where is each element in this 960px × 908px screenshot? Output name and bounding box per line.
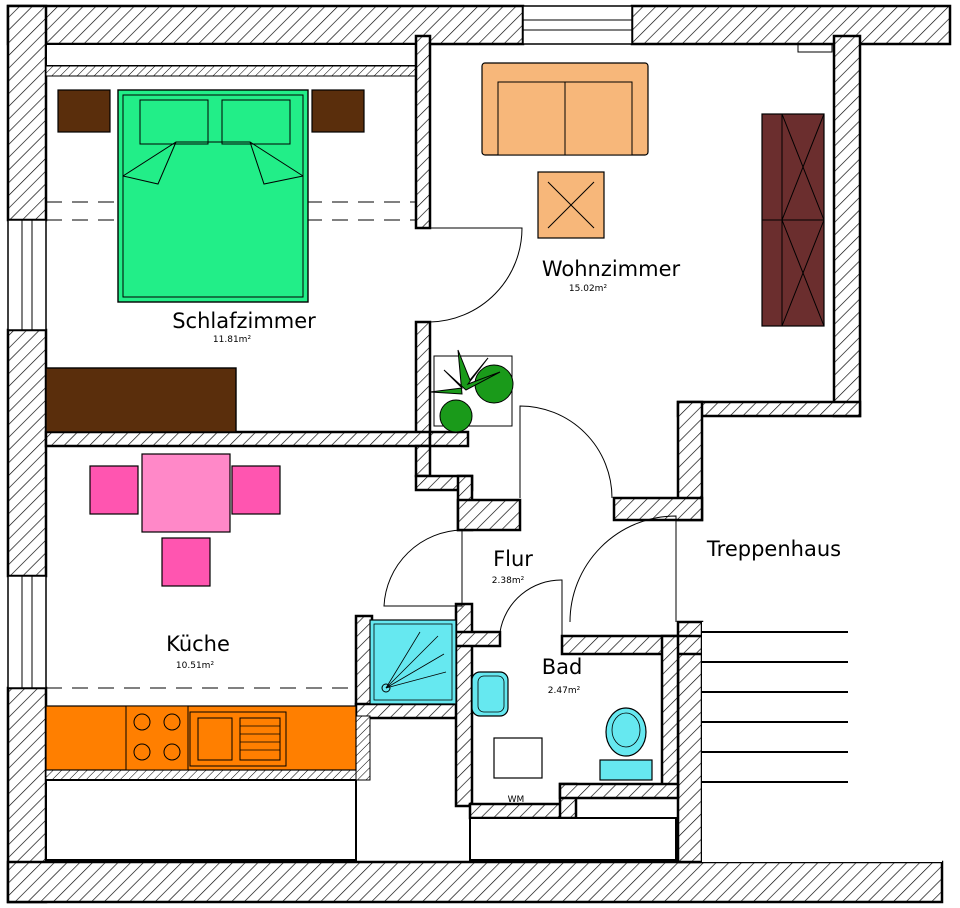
room-area-wohnzimmer: 15.02m² bbox=[569, 284, 608, 294]
bath-sink bbox=[471, 671, 509, 717]
washing-machine bbox=[493, 737, 543, 779]
room-name-wohnzimmer: Wohnzimmer bbox=[542, 257, 681, 281]
living-furniture bbox=[481, 43, 833, 327]
dining-chair-bottom bbox=[161, 537, 211, 587]
room-name-bad: Bad bbox=[542, 655, 583, 679]
shower bbox=[369, 619, 457, 705]
room-area-bad: 2.47m² bbox=[548, 686, 581, 696]
room-name-kueche: Küche bbox=[166, 632, 230, 656]
room-name-flur: Flur bbox=[493, 547, 533, 571]
nightstand-right bbox=[311, 89, 365, 133]
room-area-flur: 2.38m² bbox=[492, 576, 525, 586]
stove bbox=[125, 705, 189, 771]
room-name-schlafzimmer: Schlafzimmer bbox=[172, 309, 316, 333]
plant bbox=[429, 349, 514, 433]
bath-furniture bbox=[369, 619, 653, 781]
dining-chair-right bbox=[231, 465, 281, 515]
kitchen-sink bbox=[189, 711, 287, 767]
outer-walls bbox=[6, 4, 952, 904]
washing-machine-label: WM bbox=[508, 795, 525, 805]
bedroom-furniture bbox=[45, 89, 416, 433]
room-area-schlafzimmer: 11.81m² bbox=[213, 335, 252, 345]
doors bbox=[383, 227, 677, 636]
nightstand-left bbox=[57, 89, 111, 133]
windows bbox=[7, 5, 633, 689]
stairs bbox=[702, 631, 848, 783]
toilet bbox=[605, 707, 647, 757]
room-area-kueche: 10.51m² bbox=[176, 661, 215, 671]
kitchen-furniture bbox=[45, 453, 357, 771]
dining-table bbox=[141, 453, 231, 533]
wardrobe-bedroom bbox=[45, 367, 237, 433]
room-labels: Schlafzimmer 11.81m² Wohnzimmer 15.02m² … bbox=[166, 257, 841, 805]
bed bbox=[117, 89, 309, 303]
dining-chair-left bbox=[89, 465, 139, 515]
room-name-treppenhaus: Treppenhaus bbox=[706, 537, 841, 561]
